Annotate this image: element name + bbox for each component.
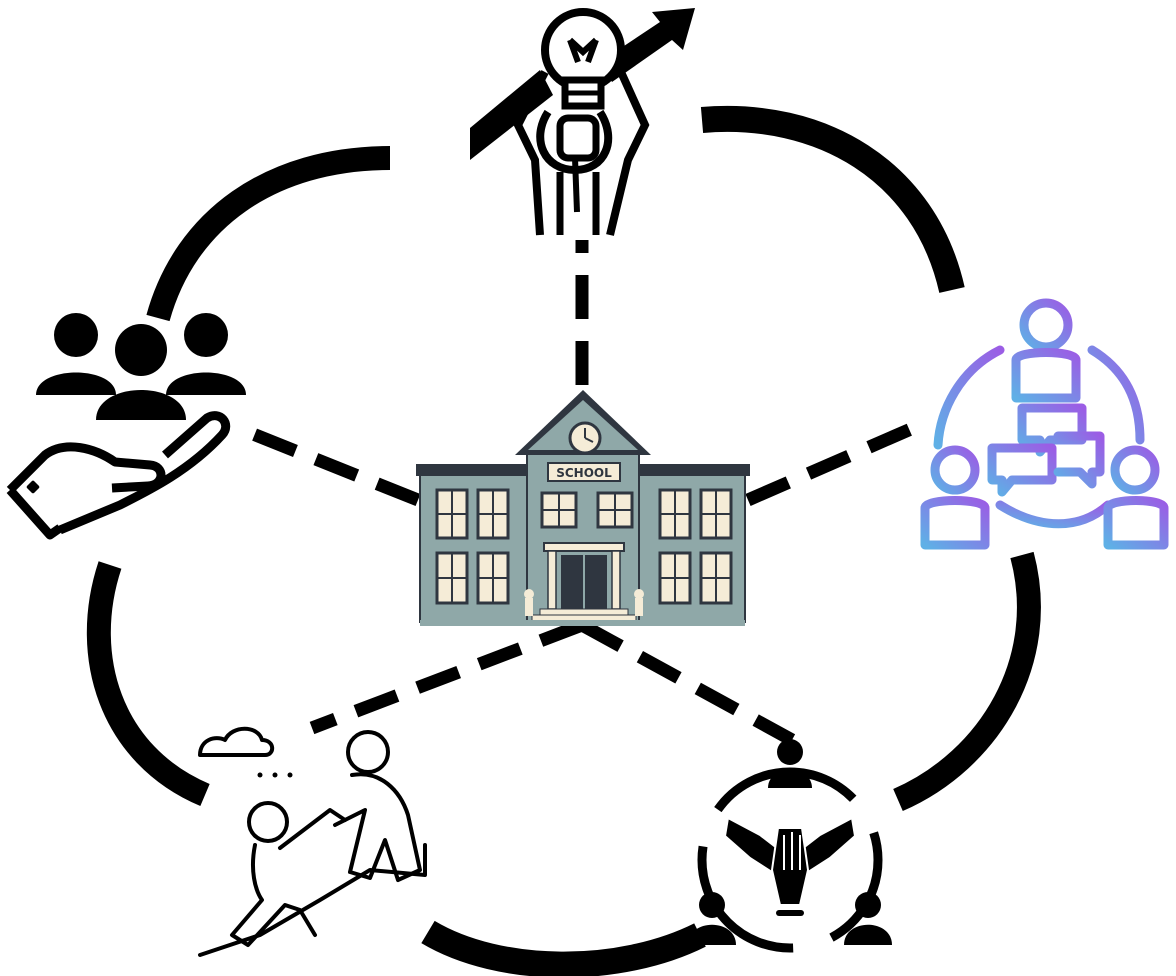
arc-growth-to-communication [700, 106, 965, 293]
stacked-hands-icon [723, 816, 857, 906]
outer-cycle-arcs [86, 106, 1041, 976]
person-icon [688, 739, 892, 945]
helping-climb-icon [198, 726, 427, 957]
arc-mentoring-to-care [86, 561, 210, 807]
arc-care-to-growth [146, 146, 391, 322]
arc-communication-to-teamwork [893, 551, 1041, 812]
people-group-icon [36, 313, 246, 420]
school-sign-label: SCHOOL [556, 466, 612, 480]
people-conversation-icon [920, 298, 1169, 550]
spoke-to-mentoring [309, 618, 585, 735]
spoke-to-teamwork [578, 619, 796, 746]
cloud-icon [198, 726, 275, 757]
open-hand-icon [6, 411, 231, 540]
lightbulb-person-arrow-icon [470, 8, 695, 236]
arc-teamwork-to-mentoring [421, 920, 706, 976]
spoke-to-communication [745, 419, 923, 506]
school-sign [547, 462, 621, 482]
school-building-icon: SCHOOL [416, 390, 750, 626]
spokes [245, 240, 923, 746]
spoke-to-community-care [245, 425, 421, 507]
window-mullions [437, 490, 731, 603]
ellipsis-dots [257, 772, 293, 778]
hands-together-circle-icon [688, 739, 892, 953]
hand-holding-people-icon [6, 313, 246, 540]
